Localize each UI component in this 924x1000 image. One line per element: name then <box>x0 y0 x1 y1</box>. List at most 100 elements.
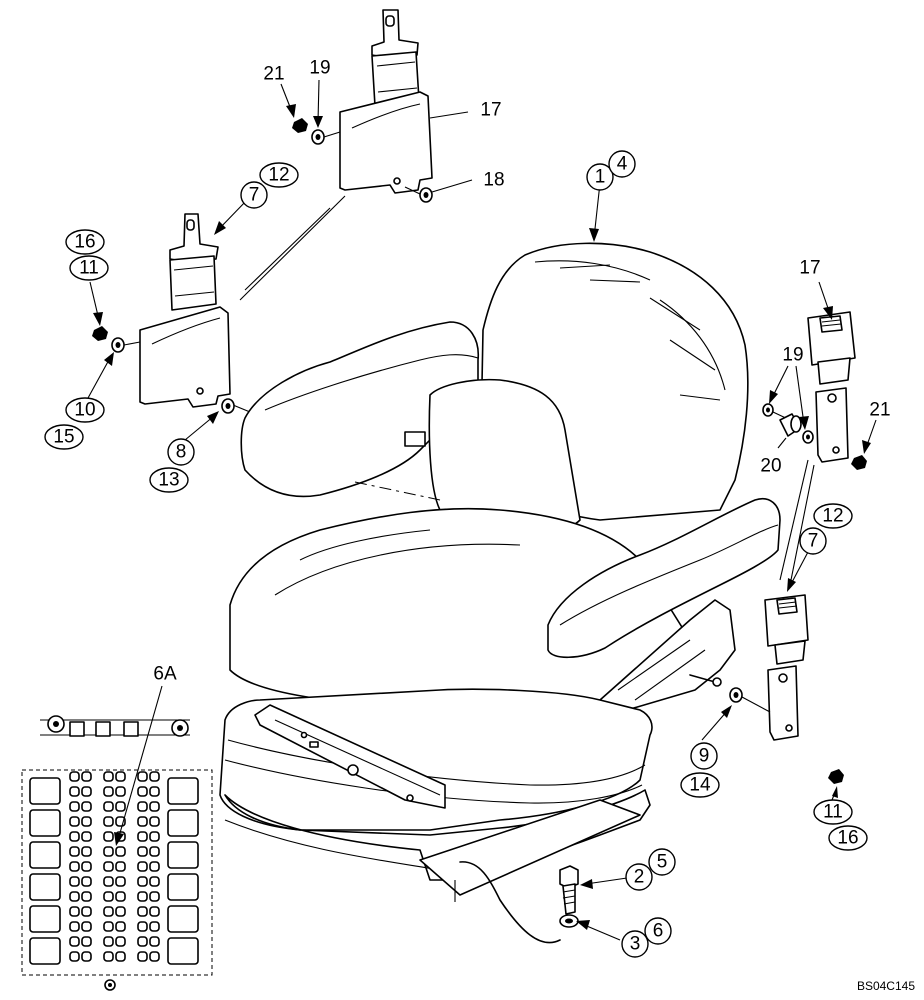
callout-11-right: 11 <box>813 799 853 825</box>
callout-15: 15 <box>44 424 84 450</box>
svg-text:13: 13 <box>158 470 179 491</box>
hardware-nut-21-right <box>851 455 867 470</box>
callout-6: 6 <box>644 917 672 945</box>
harness-connector-cell <box>29 841 61 869</box>
svg-text:15: 15 <box>53 427 74 448</box>
harness-connector-cell <box>69 771 80 782</box>
harness-connector-cell <box>137 951 148 962</box>
hardware-nut-21-top <box>292 118 308 133</box>
harness-connector-cell <box>103 771 114 782</box>
callout-11-left: 11 <box>69 255 109 281</box>
harness-connector-cell <box>115 861 126 872</box>
harness-connector-cell <box>81 906 92 917</box>
harness-connector-cell <box>69 906 80 917</box>
harness-connector-cell <box>167 905 199 933</box>
callout-19-top: 19 <box>309 58 330 79</box>
harness-connector-cell <box>115 801 126 812</box>
svg-text:5: 5 <box>657 852 668 873</box>
svg-text:1: 1 <box>595 167 606 188</box>
harness-connector-cell <box>81 891 92 902</box>
harness-connector-cell <box>167 873 199 901</box>
callout-7-right: 7 <box>799 527 827 555</box>
callout-3: 3 <box>621 930 649 958</box>
harness-connector-cell <box>115 846 126 857</box>
callout-16-left: 16 <box>65 229 105 255</box>
harness-connector-cell <box>29 873 61 901</box>
harness-connector-cell <box>149 936 160 947</box>
drawing-code: BS04C145 <box>857 979 915 993</box>
hardware-washer-9-right <box>729 687 771 713</box>
harness-connector-cell <box>115 891 126 902</box>
harness-connector-cell <box>137 876 148 887</box>
harness-connector-cell <box>69 831 80 842</box>
callout-17-right: 17 <box>799 258 820 279</box>
callout-5: 5 <box>648 848 676 876</box>
hardware-washer-19-top <box>311 129 341 145</box>
harness-connector-cell <box>29 905 61 933</box>
callout-12-left: 12 <box>259 162 299 188</box>
harness-connector-cell <box>137 921 148 932</box>
right-upper-seat-belt-buckle <box>807 311 856 463</box>
harness-connector-cell <box>103 861 114 872</box>
hardware-washers-19-right <box>762 403 814 444</box>
svg-text:19: 19 <box>309 58 330 79</box>
harness-connector-cell <box>81 786 92 797</box>
upper-seat-belt-retractor <box>339 9 433 194</box>
harness-connector-cell <box>149 906 160 917</box>
harness-connector-cell <box>149 951 160 962</box>
harness-connector-cell <box>69 936 80 947</box>
svg-text:8: 8 <box>176 442 187 463</box>
harness-connector-cell <box>69 801 80 812</box>
callout-16-right: 16 <box>828 825 868 851</box>
harness-connector-cell <box>149 801 160 812</box>
harness-connector-cell <box>81 951 92 962</box>
harness-connector-cell <box>103 816 114 827</box>
callout-21-right: 21 <box>869 400 890 421</box>
svg-text:10: 10 <box>74 400 95 421</box>
harness-connector-cell <box>149 861 160 872</box>
harness-connector-cell <box>149 816 160 827</box>
harness-connector-cell <box>103 936 114 947</box>
callout-20: 20 <box>760 456 781 477</box>
svg-text:17: 17 <box>799 258 820 279</box>
harness-connector-cell <box>137 906 148 917</box>
operator-seat <box>219 242 781 944</box>
svg-text:16: 16 <box>74 232 95 253</box>
harness-connector-cell <box>103 846 114 857</box>
svg-text:16: 16 <box>837 828 858 849</box>
callout-19-right: 19 <box>782 345 803 366</box>
harness-connector-cell <box>149 831 160 842</box>
callout-2: 2 <box>625 863 653 891</box>
svg-text:9: 9 <box>699 746 710 767</box>
harness-connector-cell <box>115 951 126 962</box>
callout-18: 18 <box>483 170 504 191</box>
harness-connector-cell <box>81 876 92 887</box>
harness-connector-cell <box>149 921 160 932</box>
harness-connector-cell <box>69 861 80 872</box>
callout-1: 1 <box>586 163 614 191</box>
harness-connector-cell <box>167 841 199 869</box>
harness-connector-cell <box>137 846 148 857</box>
harness-connector-cell <box>69 891 80 902</box>
leader-lines <box>87 79 877 941</box>
svg-text:19: 19 <box>782 345 803 366</box>
hardware-lock-washer-3 <box>559 914 579 928</box>
hardware-washer-8-left <box>221 398 235 414</box>
svg-text:21: 21 <box>869 400 890 421</box>
hardware-washer-18 <box>404 186 433 203</box>
harness-connector-cell <box>137 771 148 782</box>
svg-text:4: 4 <box>617 154 628 175</box>
right-lower-seat-belt-buckle <box>764 594 809 741</box>
svg-text:7: 7 <box>249 185 260 206</box>
harness-connector-cell <box>103 831 114 842</box>
svg-text:11: 11 <box>823 802 843 823</box>
harness-connector-cell <box>137 786 148 797</box>
svg-text:21: 21 <box>263 64 284 85</box>
harness-connector-cell <box>103 906 114 917</box>
svg-text:7: 7 <box>808 531 819 552</box>
harness-connector-cell <box>149 771 160 782</box>
callout-6A: 6A <box>153 664 177 685</box>
harness-connector-cell <box>81 771 92 782</box>
harness-connector-cell <box>137 891 148 902</box>
harness-connector-cell <box>149 786 160 797</box>
